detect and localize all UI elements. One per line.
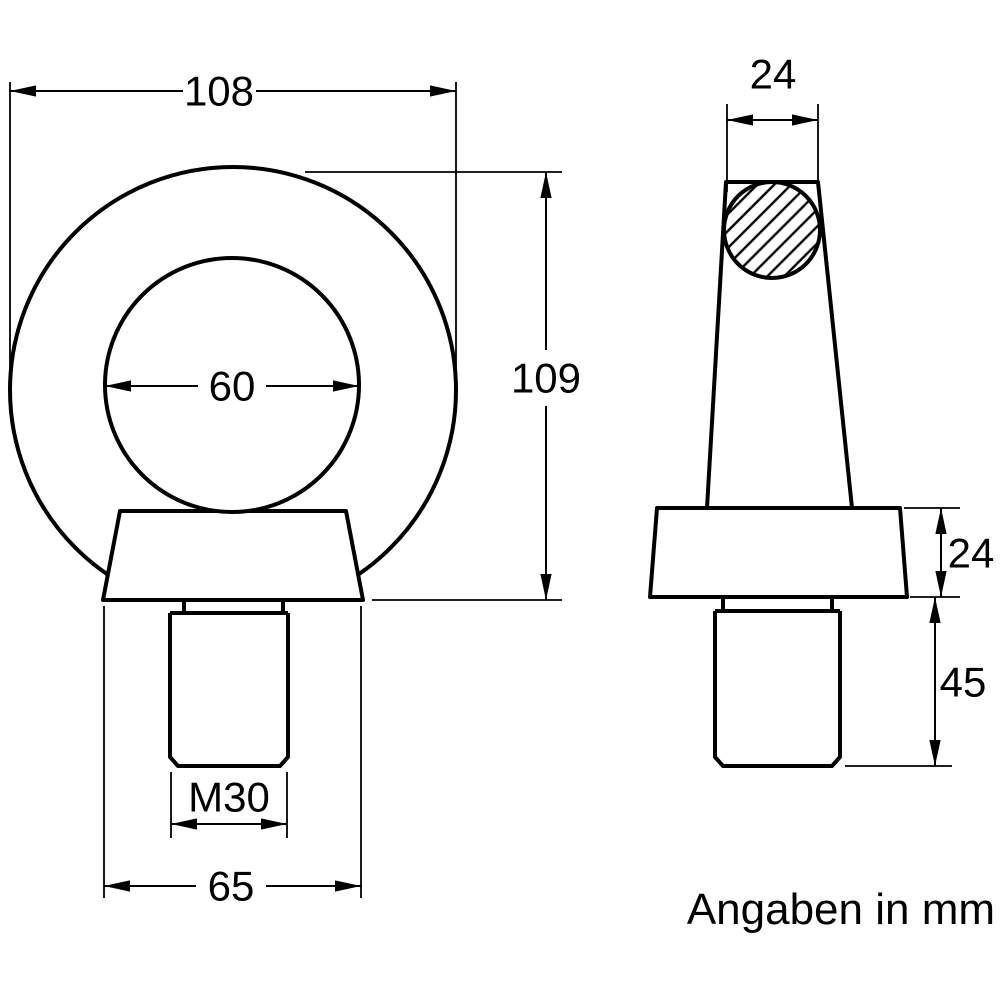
shank-front [168,600,290,768]
dim-label-eye-diameter: 60 [209,363,256,410]
dim-ring-thickness: 24 [726,51,819,192]
shank-side [713,597,842,768]
dim-shank-length: 45 [845,597,987,767]
thread-body-outline [168,613,290,768]
front-view: 108 109 60 M30 65 [8,68,581,910]
dim-label-collar-width: 65 [208,863,255,910]
dim-label-height: 109 [511,355,581,402]
dim-eye-diameter: 60 [105,363,359,410]
ring-section-hatched [722,180,822,280]
collar-side [648,506,909,599]
side-view: 24 24 45 [648,51,995,768]
dim-thread: M30 [170,772,288,838]
dim-label-collar-height: 24 [948,530,995,577]
dim-collar-width: 65 [103,606,362,910]
dim-label-shank-length: 45 [940,659,987,706]
dim-height: 109 [305,171,581,601]
units-note: Angaben in mm [687,885,995,934]
dim-outer-width: 108 [9,68,457,378]
dim-label-ring-thickness: 24 [750,51,797,98]
dim-label-outer-width: 108 [184,68,254,115]
thread-body-outline [713,611,842,768]
dim-label-thread: M30 [188,774,270,821]
dim-collar-height: 24 [904,507,995,598]
collar-front [101,509,365,602]
